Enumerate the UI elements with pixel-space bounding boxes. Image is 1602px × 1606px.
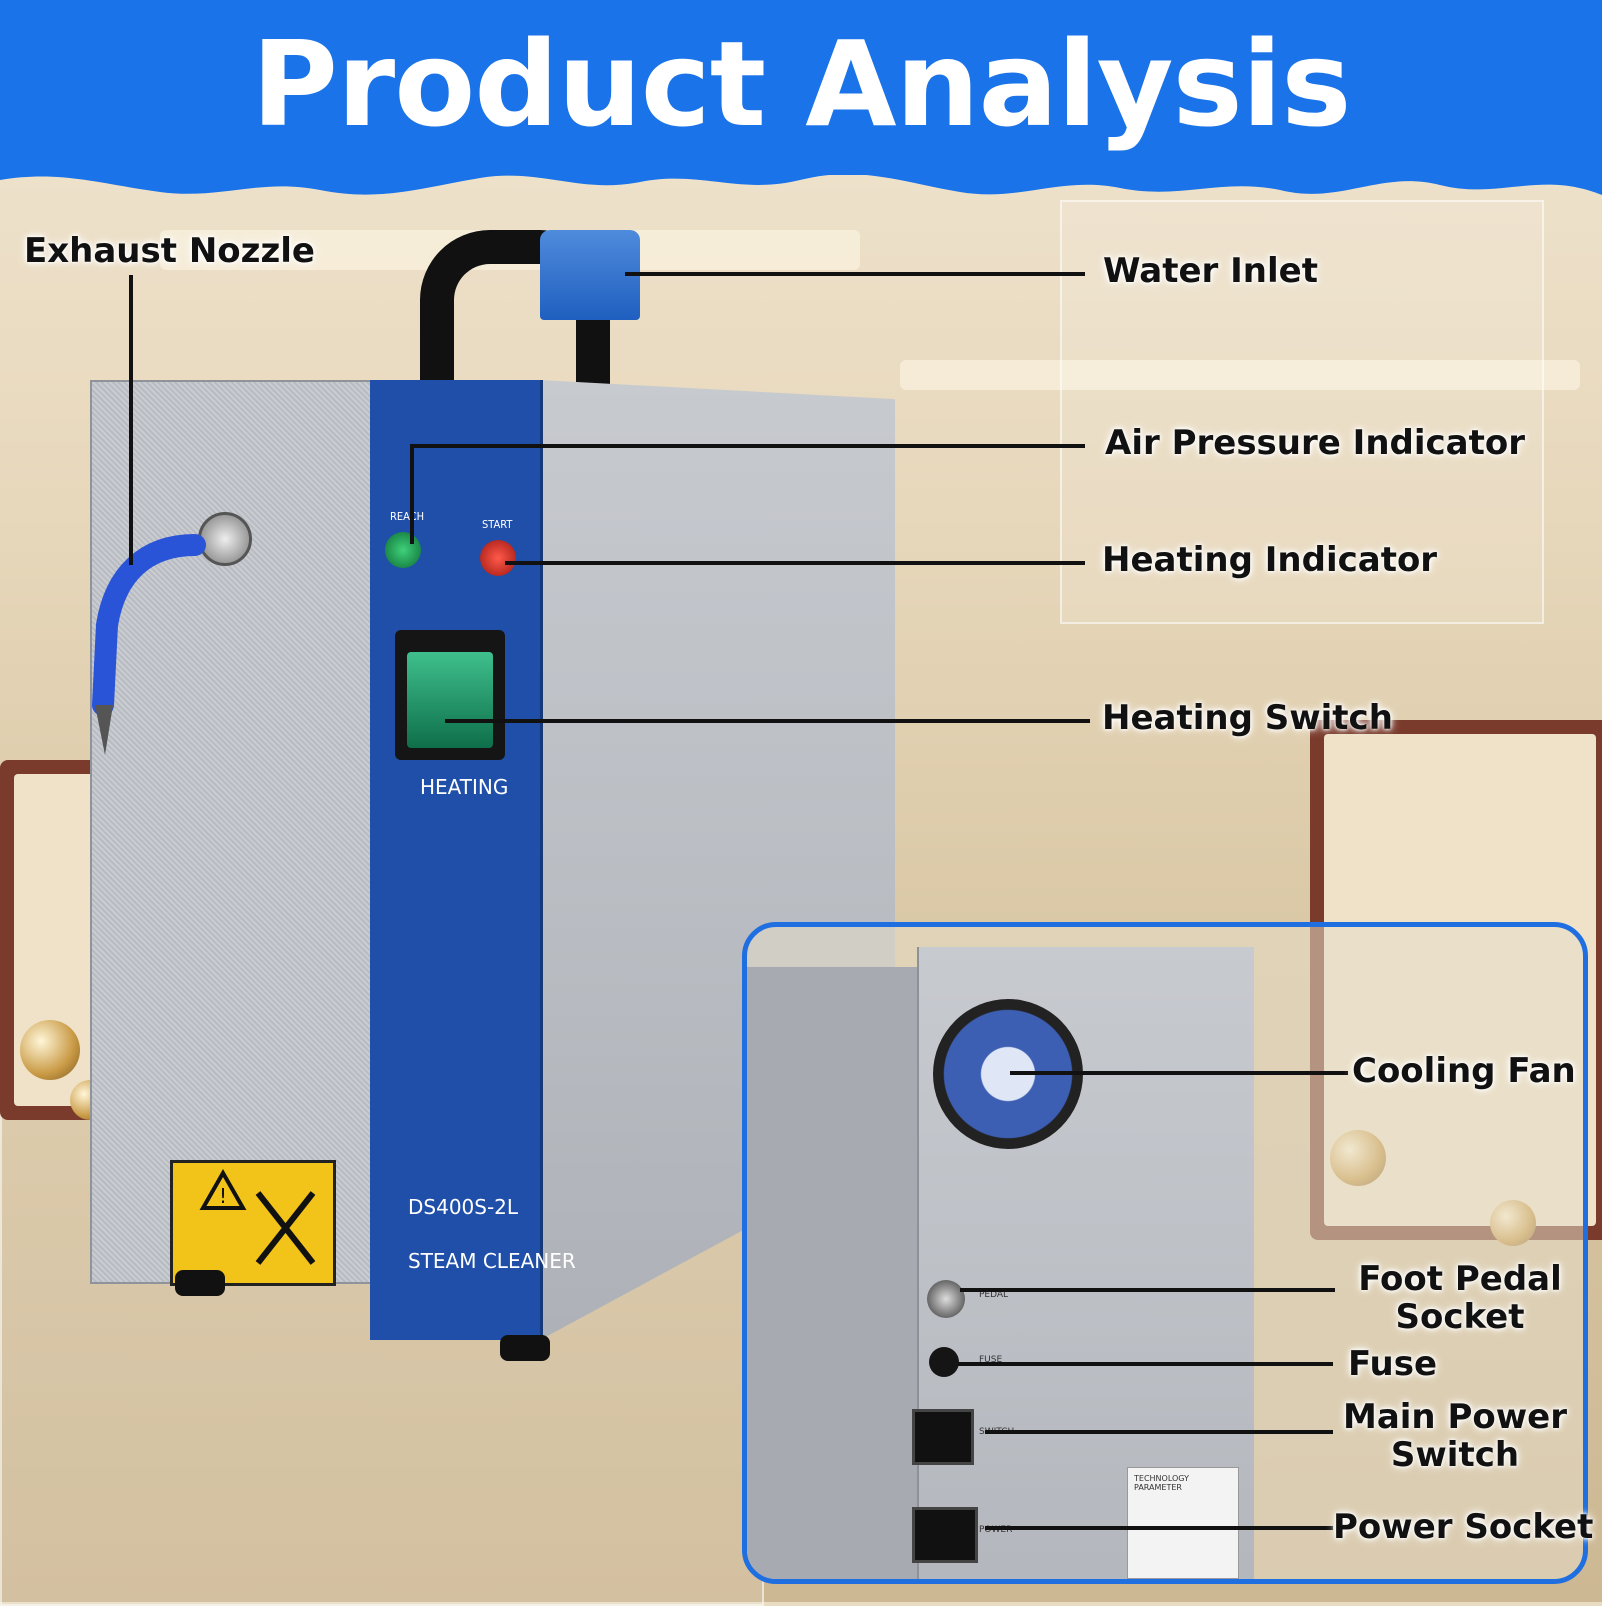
heating-switch-label-callout: Heating Switch — [1102, 698, 1393, 738]
foot-pedal-socket — [927, 1280, 965, 1318]
exhaust-nozzle-line — [129, 275, 133, 565]
main-power-switch-label: Main Power Switch — [1335, 1398, 1575, 1474]
back-side-panel — [747, 967, 917, 1579]
main-power-switch-label-line1: Main Power — [1343, 1397, 1567, 1437]
air-pressure-indicator-label: Air Pressure Indicator — [1105, 423, 1525, 463]
water-inlet-cap — [540, 230, 640, 320]
foot-left — [175, 1270, 225, 1296]
power-socket-label: Power Socket — [1333, 1507, 1594, 1547]
warning-sticker: ! — [170, 1160, 336, 1286]
heating-indicator-label: Heating Indicator — [1102, 540, 1438, 580]
start-led-label: START — [482, 518, 513, 531]
cooling-fan-label: Cooling Fan — [1352, 1051, 1576, 1091]
power-socket-line — [985, 1526, 1333, 1530]
foot-pedal-line — [960, 1288, 1335, 1292]
product-type: STEAM CLEANER — [408, 1249, 576, 1273]
back-view-inset: TECHNOLOGY PARAMETER PEDAL FUSE SWITCH P… — [742, 922, 1588, 1584]
foot-pedal-socket-label-line1: Foot Pedal — [1358, 1259, 1562, 1299]
svg-text:!: ! — [219, 1184, 227, 1208]
air-pressure-led — [385, 532, 421, 568]
header-banner: Product Analysis — [0, 0, 1602, 195]
foot-right — [500, 1335, 550, 1361]
plate-title: TECHNOLOGY PARAMETER — [1134, 1474, 1189, 1492]
heating-indicator-line — [505, 561, 1085, 565]
heating-switch-line — [445, 719, 1090, 723]
reach-led-label: REACH — [390, 510, 425, 523]
fuse-callout-label: Fuse — [1348, 1344, 1438, 1384]
heating-switch-label: HEATING — [420, 775, 509, 799]
main-power-switch — [912, 1409, 974, 1465]
water-inlet-line — [625, 272, 1085, 276]
steam-cleaner-front: REACH START HEATING DS400S-2L STEAM CLEA… — [90, 230, 900, 1380]
exhaust-nozzle-label: Exhaust Nozzle — [24, 231, 315, 271]
page-title: Product Analysis — [251, 15, 1352, 153]
heating-switch — [395, 630, 505, 760]
heating-led — [480, 540, 516, 576]
air-pressure-line-v — [410, 444, 414, 544]
foot-pedal-socket-label: Foot Pedal Socket — [1340, 1260, 1580, 1336]
technology-parameter-plate: TECHNOLOGY PARAMETER — [1127, 1467, 1239, 1579]
foot-pedal-socket-label-line2: Socket — [1395, 1297, 1525, 1337]
water-inlet-label: Water Inlet — [1103, 251, 1318, 291]
fuse-label: FUSE — [979, 1355, 1003, 1365]
main-power-switch-label-line2: Switch — [1390, 1435, 1520, 1475]
exhaust-hose — [92, 534, 206, 755]
model-label: DS400S-2L STEAM CLEANER — [408, 1180, 576, 1288]
pedal-label: PEDAL — [979, 1290, 1009, 1300]
fuse-line — [958, 1362, 1333, 1366]
air-pressure-line-h — [410, 444, 1085, 448]
power-socket — [912, 1507, 978, 1563]
power-label: POWER — [979, 1525, 1013, 1535]
fuse-holder — [929, 1347, 959, 1377]
warning-triangle-icon: ! — [199, 1168, 316, 1265]
header-wave — [0, 140, 1602, 195]
cooling-fan-line — [1010, 1071, 1348, 1075]
main-power-line — [985, 1430, 1333, 1434]
model-number: DS400S-2L — [408, 1195, 519, 1219]
